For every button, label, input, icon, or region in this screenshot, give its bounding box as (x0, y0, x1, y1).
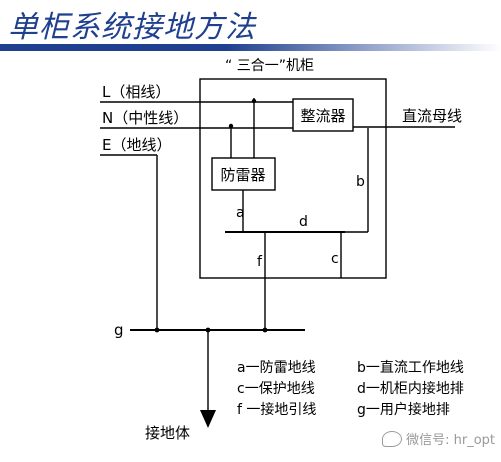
cabinet-box (199, 78, 387, 279)
wire-label-f: f (257, 254, 263, 270)
wire-label-c: c (331, 251, 339, 267)
legend-item: a一防雷地线 (237, 360, 316, 376)
wire-label-g: g (114, 321, 124, 339)
rectifier-box (292, 98, 354, 132)
down-arrow-icon (200, 410, 216, 428)
dc-bus-label: 直流母线 (402, 107, 462, 125)
junction-dot (251, 98, 257, 104)
page-title: 单柜系统接地方法 (8, 10, 256, 45)
legend-item: c一保护地线 (237, 381, 315, 397)
surge-protector-label: 防雷器 (220, 166, 265, 184)
ground-body-label: 接地体 (145, 424, 190, 442)
junction-dot (228, 123, 234, 129)
legend-item: f 一接地引线 (237, 401, 316, 418)
wire-label-a: a (236, 205, 245, 221)
wire-label-d: d (299, 214, 308, 230)
wire-label-b: b (356, 174, 365, 190)
chat-bubble-icon (382, 430, 403, 447)
line-label-l: L（相线） (102, 83, 170, 101)
watermark-text: 微信号: hr_opt (406, 433, 495, 448)
legend-item: g一用户接地排 (357, 401, 450, 418)
watermark: 微信号: hr_opt (382, 429, 495, 448)
rectifier-label: 整流器 (300, 107, 345, 125)
junction-dot (262, 327, 268, 333)
title-underline (0, 44, 501, 51)
legend-item: d一机柜内接地排 (357, 380, 464, 397)
line-label-n: N（中性线） (102, 109, 188, 127)
line-label-e: E（地线） (102, 136, 171, 154)
legend-item: b一直流工作地线 (357, 359, 464, 376)
junction-dot (154, 327, 160, 333)
cabinet-label: “ 三合一”机柜 (225, 58, 314, 74)
